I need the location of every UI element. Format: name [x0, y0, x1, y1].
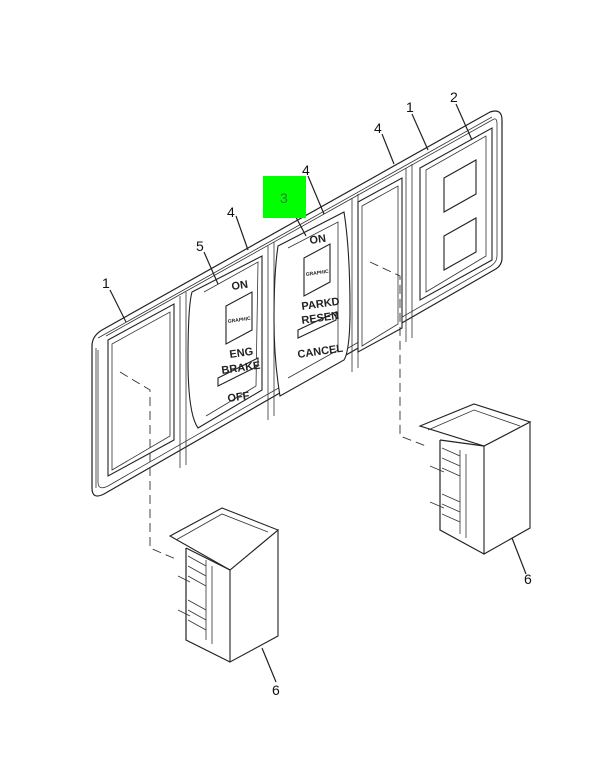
park-on-label: ON [309, 233, 327, 247]
eng-brake-off-label: OFF [227, 390, 251, 405]
callout-2: 2 [450, 89, 458, 105]
blank-opening-right [357, 177, 403, 353]
callout-3-highlight [263, 176, 306, 218]
eng-brake-switch [187, 255, 263, 429]
eng-brake-on-label: ON [231, 279, 249, 293]
blank-opening-left [107, 303, 175, 477]
callout-5: 5 [196, 238, 204, 254]
callout-4-left: 4 [227, 204, 235, 220]
callout-numbers: 1 1 2 3 4 4 4 5 6 6 [102, 89, 532, 698]
blank-plug-right [418, 403, 532, 555]
callout-1-left: 1 [102, 275, 110, 291]
park-line2-label: RESEN [301, 310, 340, 327]
park-resume-switch [273, 211, 351, 397]
callout-6-left: 6 [272, 682, 280, 698]
callout-1-top: 1 [406, 99, 414, 115]
callout-4-mid: 4 [302, 162, 310, 178]
switch-panel-bezel [91, 110, 503, 497]
eng-brake-text: ON GRAPHIC ENG BRAKE OFF [221, 279, 261, 405]
callout-6-right: 6 [524, 571, 532, 587]
park-graphic-label: GRAPHIC [305, 269, 329, 278]
leader-lines [109, 103, 527, 683]
callout-3: 3 [280, 190, 288, 206]
dual-rocker-switch [419, 127, 493, 301]
assembly-dashed-lines [119, 261, 427, 561]
callout-4-right: 4 [374, 120, 382, 136]
eng-brake-line1-label: ENG [229, 346, 254, 361]
eng-brake-graphic-label: GRAPHIC [227, 316, 251, 325]
eng-brake-line2-label: BRAKE [221, 360, 261, 377]
park-line1-label: PARKD [301, 296, 341, 313]
blank-plug-left [168, 507, 280, 663]
